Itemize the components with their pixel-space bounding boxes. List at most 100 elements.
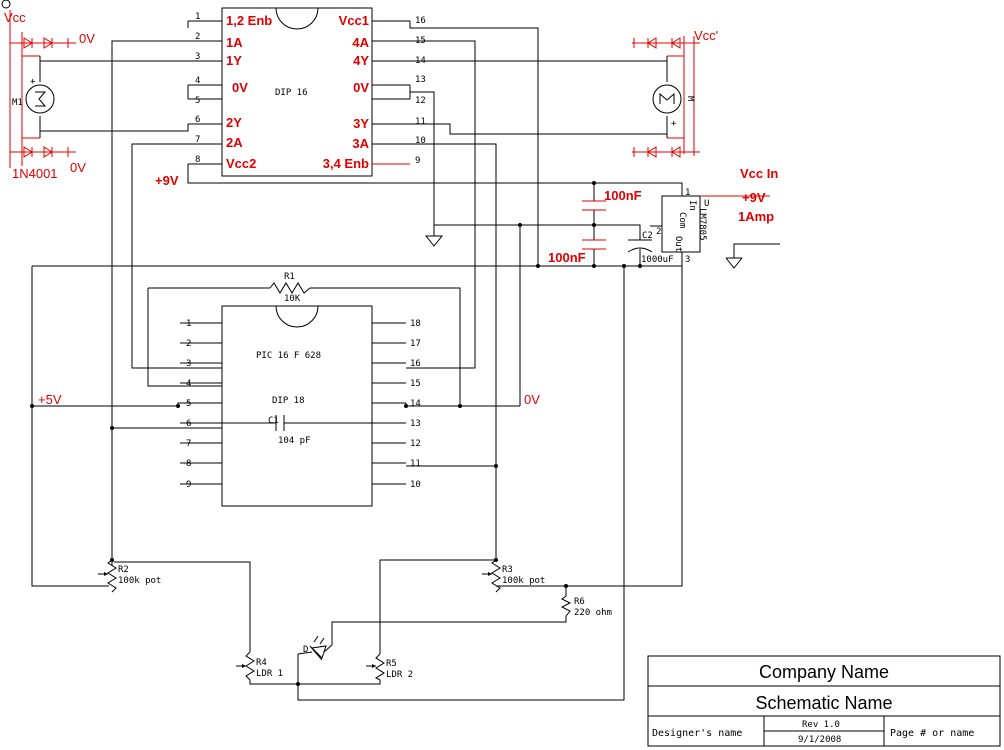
capacitor-bottom-value: 100nF bbox=[548, 250, 586, 265]
r2-name: R2 bbox=[118, 565, 129, 575]
driver-chip: DIP 16 1 2 3 4 5 6 7 8 1,2 Enb 1A 1Y 0V … bbox=[188, 7, 426, 177]
driver-pin-10-label: 3A bbox=[352, 136, 369, 151]
vcc-right-label: Vcc' bbox=[694, 28, 718, 43]
pic-pin-5-number: 5 bbox=[186, 399, 191, 409]
c1-name: C1 bbox=[268, 416, 279, 426]
input-9v-label: +9V bbox=[742, 190, 766, 205]
m1-plus: + bbox=[30, 77, 36, 87]
resistor-r1: R1 10K bbox=[269, 272, 311, 304]
regulator-name: LM7805 bbox=[697, 208, 707, 241]
r6-value: 220 ohm bbox=[574, 608, 612, 618]
regulator-com: Com bbox=[677, 212, 687, 228]
driver-pin-16-label: Vcc1 bbox=[339, 13, 369, 28]
capacitor-bottom: 100nF bbox=[548, 239, 606, 265]
pic-pin-10-number: 10 bbox=[410, 480, 421, 490]
driver-pin-5-number: 5 bbox=[195, 96, 200, 106]
m-right-name: M bbox=[685, 96, 695, 102]
r5-value: LDR 2 bbox=[386, 670, 413, 680]
vcc-left-label: Vcc bbox=[4, 10, 26, 25]
pic-pin-3-number: 3 bbox=[186, 359, 191, 369]
capacitor-top-value: 100nF bbox=[604, 188, 642, 203]
driver-pin-9-number: 9 bbox=[415, 156, 420, 166]
resistor-r6: R6 220 ohm bbox=[560, 595, 612, 618]
right-motor-network: + M Vcc' bbox=[632, 28, 718, 158]
regulator-pin-3: 3 bbox=[685, 255, 690, 265]
pic-pin-6-number: 6 bbox=[186, 419, 191, 429]
pic-pin-12-number: 12 bbox=[410, 439, 421, 449]
zero-v-top-label: 0V bbox=[79, 31, 95, 46]
input-amp-label: 1Amp bbox=[738, 209, 774, 224]
pic-pin-7-number: 7 bbox=[186, 439, 191, 449]
regulator-pin-2: 2 bbox=[656, 227, 661, 237]
driver-pin-7-label: 2A bbox=[226, 135, 243, 150]
driver-pin-3-number: 3 bbox=[195, 52, 200, 62]
left-motor-network: + M1 Vcc 0V 0V 1N4001 bbox=[1, 0, 95, 181]
potentiometer-r3: R3 100k pot bbox=[482, 559, 545, 593]
vcc-in-label: Vcc In bbox=[740, 166, 778, 181]
zero-v-bottom-label: 0V bbox=[70, 160, 86, 175]
c1-value: 104 pF bbox=[278, 436, 311, 446]
pic-pin-2-number: 2 bbox=[186, 339, 191, 349]
pic-chip-package: DIP 18 bbox=[272, 396, 305, 406]
pic-pin-15-number: 15 bbox=[410, 379, 421, 389]
capacitor-c2: C2 1000uF bbox=[627, 231, 674, 265]
regulator-pin-1: 1 bbox=[685, 188, 690, 198]
pic-chip-name: PIC 16 F 628 bbox=[256, 351, 321, 361]
driver-pin-11-label: 3Y bbox=[353, 116, 369, 131]
potentiometer-r2: R2 100k pot bbox=[98, 559, 161, 593]
c2-value: 1000uF bbox=[641, 255, 674, 265]
pic-pin-18-number: 18 bbox=[410, 319, 421, 329]
driver-chip-package: DIP 16 bbox=[275, 88, 308, 98]
plus-5v-label: +5V bbox=[38, 392, 62, 407]
r1-value: 10K bbox=[284, 294, 301, 304]
ground-symbol-left bbox=[424, 235, 444, 247]
diode-part-label: 1N4001 bbox=[12, 166, 58, 181]
revision: Rev 1.0 bbox=[802, 720, 840, 730]
driver-pin-6-label: 2Y bbox=[226, 115, 242, 130]
driver-pin-1-number: 1 bbox=[195, 12, 200, 22]
driver-pin-6-number: 6 bbox=[195, 115, 200, 125]
driver-pin-15-label: 4A bbox=[352, 35, 369, 50]
r3-value: 100k pot bbox=[502, 576, 545, 586]
r4-name: R4 bbox=[256, 658, 267, 668]
driver-pin-3-label: 1Y bbox=[226, 53, 242, 68]
driver-pin-16-number: 16 bbox=[415, 16, 426, 26]
r2-value: 100k pot bbox=[118, 576, 161, 586]
pic-pin-13-number: 13 bbox=[410, 419, 421, 429]
capacitor-top: 100nF bbox=[582, 188, 642, 211]
pic-pin-16-number: 16 bbox=[410, 359, 421, 369]
driver-pin-11-number: 11 bbox=[415, 117, 426, 127]
page-label: Page # or name bbox=[890, 728, 974, 739]
d-name: D bbox=[303, 645, 308, 655]
pic-pin-4-number: 4 bbox=[186, 379, 191, 389]
regulator-out: Out bbox=[673, 236, 683, 252]
driver-pin-4-label: 0V bbox=[232, 80, 248, 95]
m-right-plus: + bbox=[671, 119, 677, 129]
pic-chip: PIC 16 F 628 DIP 18 1 2 3 4 5 6 7 8 9 18… bbox=[180, 305, 421, 507]
ground-symbol-right bbox=[725, 243, 780, 269]
r3-name: R3 bbox=[502, 565, 513, 575]
r6-name: R6 bbox=[574, 597, 585, 607]
driver-pin-8-label: Vcc2 bbox=[226, 156, 256, 171]
driver-pin-12-number: 12 bbox=[415, 96, 426, 106]
driver-pin-13-label: 0V bbox=[353, 80, 369, 95]
title-block: Company Name Schematic Name Designer's n… bbox=[647, 655, 1001, 747]
ldr-r4: R4 LDR 1 bbox=[236, 651, 283, 681]
capacitor-c1: C1 104 pF bbox=[268, 415, 311, 446]
m1-name: M1 bbox=[12, 98, 23, 108]
junction-dots bbox=[30, 181, 642, 686]
driver-pin-8-number: 8 bbox=[195, 155, 200, 165]
pic-pin-9-number: 9 bbox=[186, 480, 191, 490]
pic-pin-1-number: 1 bbox=[186, 319, 191, 329]
pic-pin-14-number: 14 bbox=[410, 399, 421, 409]
driver-pin-9-label: 3,4 Enb bbox=[323, 156, 369, 171]
company-name: Company Name bbox=[759, 662, 889, 682]
zero-v-mid-label: 0V bbox=[524, 392, 540, 407]
pic-pin-11-number: 11 bbox=[410, 459, 421, 469]
pic-pin-17-number: 17 bbox=[410, 339, 421, 349]
c2-name: C2 bbox=[642, 231, 653, 241]
designer-name: Designer's name bbox=[652, 728, 742, 739]
led-d: D bbox=[297, 635, 333, 661]
r4-value: LDR 1 bbox=[256, 669, 283, 679]
